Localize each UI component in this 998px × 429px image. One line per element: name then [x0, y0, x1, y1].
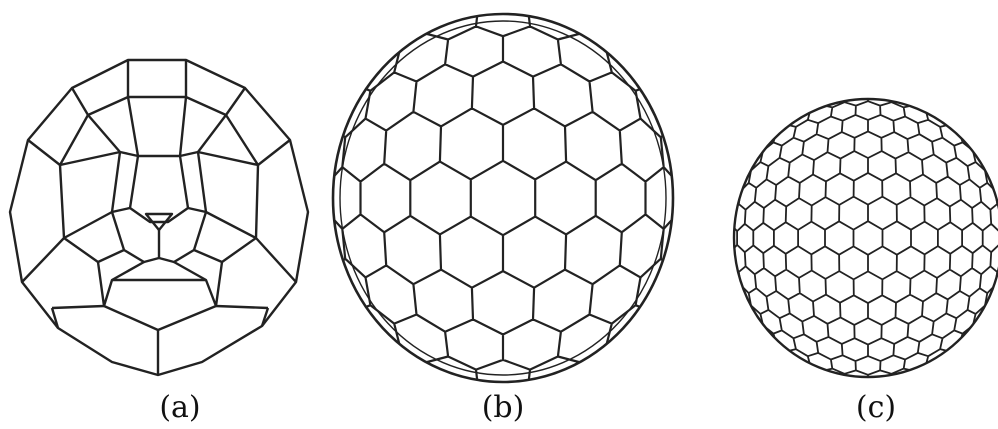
panel-a [0, 0, 320, 385]
panel-c-cage-drawing [732, 97, 998, 379]
caption-c: (c) [855, 390, 897, 425]
panel-c [728, 0, 998, 385]
caption-b: (b) [481, 390, 525, 425]
panel-b-cage-drawing [331, 12, 675, 384]
panel-b [325, 0, 685, 385]
caption-a: (a) [159, 390, 201, 425]
panel-a-cage-drawing [8, 58, 310, 377]
